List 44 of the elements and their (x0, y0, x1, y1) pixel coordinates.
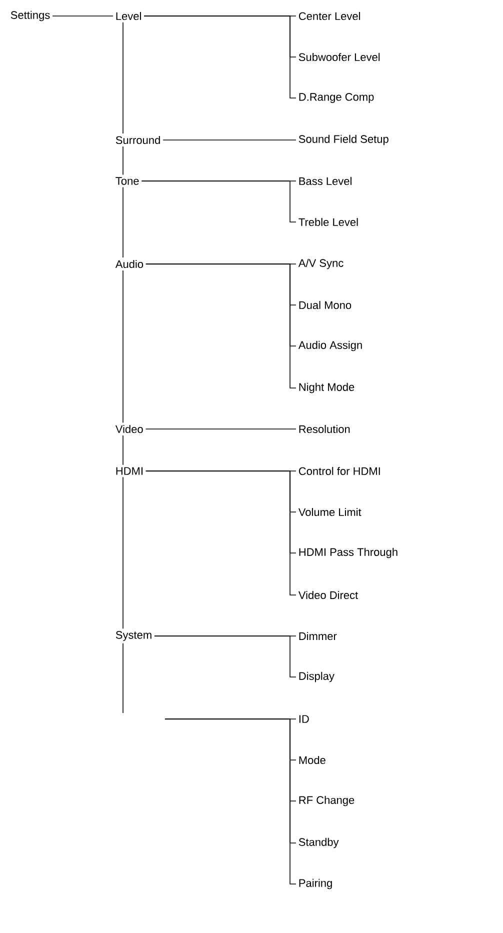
submenu-item: Pairing (299, 878, 332, 890)
submenu-item: Mode (299, 756, 326, 764)
submenu-item: D.Range Comp (299, 93, 374, 103)
submenu-item: Control for HDMI (298, 466, 380, 476)
menu-item: Surround (116, 136, 160, 144)
tree-line (164, 718, 296, 884)
tree-line (144, 16, 296, 98)
tree-line (146, 264, 296, 388)
tree-line (122, 186, 124, 258)
submenu-item: ID (299, 715, 309, 723)
menu-item: Level (116, 12, 141, 20)
submenu-item: RF Change (299, 796, 354, 806)
tree-line (122, 435, 124, 466)
submenu-item: Resolution (299, 424, 350, 434)
menu-item: Video (115, 424, 143, 434)
submenu-item: Sound Field Setup (298, 134, 388, 146)
tree-line (122, 476, 124, 630)
root-label: Settings (10, 10, 50, 22)
tree-line (122, 642, 124, 714)
menu-item: Audio (115, 260, 144, 268)
submenu-item: Video Direct (298, 590, 358, 600)
menu-item: HDMI (116, 467, 142, 475)
menu-item: System (116, 631, 152, 641)
submenu-item: HDMI Pass Through (299, 548, 398, 558)
tree-line (122, 146, 124, 176)
submenu-item: Treble Level (298, 218, 358, 226)
submenu-item: Night Mode (299, 382, 354, 394)
tree-line (145, 428, 296, 430)
submenu-item: Standby (298, 838, 339, 848)
submenu-item: Volume Limit (298, 508, 362, 516)
submenu-item: Audio Assign (298, 340, 362, 352)
submenu-item: Center Level (298, 12, 360, 20)
tree-line (122, 22, 124, 134)
submenu-item: Bass Level (299, 176, 352, 186)
submenu-item: Subwoofer Level (298, 52, 380, 62)
tree-line (141, 180, 296, 222)
submenu-item: Dimmer (299, 632, 337, 640)
tree-line (154, 636, 296, 678)
tree-line (122, 270, 124, 423)
menu-item: Tone (116, 177, 139, 185)
submenu-item: Dual Mono (299, 300, 352, 310)
submenu-item: Display (299, 672, 334, 682)
submenu-item: A/V Sync (298, 258, 344, 270)
tree-line (146, 470, 296, 596)
